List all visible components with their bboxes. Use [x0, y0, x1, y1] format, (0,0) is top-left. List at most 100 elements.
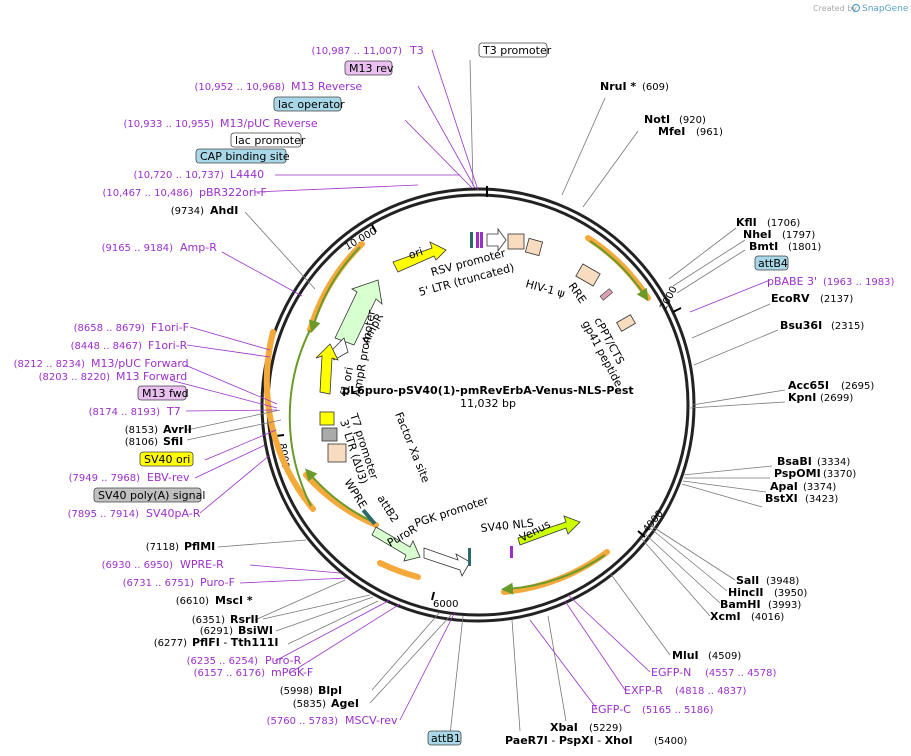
lac-promoter-label: lac promoter	[235, 134, 306, 147]
plasmid-name: pL6puro-pSV40(1)-pmRevErbA-Venus-NLS-Pes…	[342, 384, 633, 397]
sv40-polya-box[interactable]	[93, 487, 202, 503]
primer-m13puc-rev[interactable]: M13/pUC Reverse	[220, 117, 318, 130]
primer-egfpn-range: (4557 .. 4578)	[705, 668, 777, 679]
enzyme-avrii-pos: (8153)	[125, 425, 158, 436]
primer-f1orif[interactable]: F1ori-F	[151, 321, 189, 334]
primer-wprer[interactable]: WPRE-R	[180, 558, 224, 571]
label-rre: RRE	[566, 280, 589, 306]
primer-t3[interactable]: T3	[409, 44, 424, 57]
primer-m13rev-range: (10,952 .. 10,968)	[195, 82, 286, 93]
m13-fwd-box[interactable]	[137, 385, 187, 401]
sv40-nls-feature	[510, 546, 513, 558]
enzyme-bstxi[interactable]: BstXI	[765, 492, 798, 505]
cap-binding-box[interactable]	[195, 148, 287, 164]
f1ori-feature	[315, 343, 339, 395]
enzyme-bsu36i[interactable]: Bsu36I	[780, 319, 822, 332]
primer-m13fwd[interactable]: M13 Forward	[116, 370, 187, 383]
primer-f1orir-range: (8448 .. 8467)	[71, 341, 143, 352]
enzyme-apai-pos: (3374)	[803, 482, 836, 493]
enzyme-bsabi[interactable]: BsaBI	[777, 455, 812, 468]
annotation-band-arrows	[288, 240, 649, 595]
rre-feature	[575, 263, 601, 287]
enzyme-apai[interactable]: ApaI	[770, 480, 798, 493]
sv40-polya-feature	[321, 427, 338, 442]
enzyme-nrui-pos: (609)	[642, 82, 669, 93]
t3-promoter-box[interactable]	[478, 42, 548, 58]
enzyme-sali[interactable]: SalI	[736, 574, 759, 587]
attb1-box[interactable]	[427, 730, 462, 746]
enzyme-rsrii[interactable]: RsrII	[230, 613, 259, 626]
primer-exfpr[interactable]: EXFP-R	[624, 684, 663, 697]
enzyme-bsiwi[interactable]: BsiWI	[238, 624, 273, 637]
primer-mscvrev[interactable]: MSCV-rev	[345, 714, 398, 727]
enzyme-blpi[interactable]: BlpI	[318, 684, 342, 697]
primer-wprer-range: (6930 .. 6950)	[102, 560, 174, 571]
ltr3-feature	[327, 443, 347, 463]
enzyme-ahdi[interactable]: AhdI	[210, 204, 238, 217]
enzyme-avrii[interactable]: AvrII	[163, 423, 192, 436]
primer-l4440-range: (10,720 .. 10,737)	[134, 170, 225, 181]
primer-egfpc-range: (5165 .. 5186)	[642, 705, 714, 716]
primer-mpgkf[interactable]: mPGK-F	[271, 666, 313, 679]
enzyme-nhei[interactable]: NheI	[743, 228, 772, 241]
sv40-polya-label: SV40 poly(A) signal	[98, 489, 205, 502]
enzyme-bamhi[interactable]: BamHI	[720, 598, 761, 611]
puror-feature	[371, 526, 421, 562]
enzyme-pspomi[interactable]: PspOMI	[774, 467, 821, 480]
enzyme-hincii[interactable]: HincII	[728, 586, 764, 599]
enzyme-bmti[interactable]: BmtI	[749, 240, 778, 253]
venus-feature	[517, 515, 581, 546]
lac-operator-box[interactable]	[273, 96, 342, 112]
enzyme-pflfi[interactable]: PflFI - Tth111I	[192, 636, 278, 649]
primer-puror[interactable]: Puro-R	[265, 654, 302, 667]
primer-m13puc-fwd[interactable]: M13/pUC Forward	[91, 357, 189, 370]
primer-pbabe[interactable]: pBABE 3'	[767, 275, 817, 288]
enzyme-xcmi[interactable]: XcmI	[710, 610, 741, 623]
primer-egfpn[interactable]: EGFP-N	[651, 666, 691, 679]
sv40-ori-label: SV40 ori	[144, 453, 190, 466]
enzyme-msci[interactable]: MscI *	[215, 594, 253, 607]
lac-operator-label: lac operator	[278, 98, 345, 111]
primer-t7[interactable]: T7	[166, 405, 181, 418]
enzyme-nrui[interactable]: NruI *	[600, 80, 636, 93]
sv40-ori-box[interactable]	[139, 451, 194, 467]
primer-purof-range: (6731 .. 6751)	[123, 578, 195, 589]
enzyme-agei[interactable]: AgeI	[331, 697, 359, 710]
enzyme-acc65i[interactable]: Acc65I	[788, 379, 829, 392]
enzyme-sfii[interactable]: SfiI	[163, 435, 183, 448]
primer-sv40pa[interactable]: SV40pA-R	[146, 507, 201, 520]
enzyme-ecorv[interactable]: EcoRV	[771, 292, 810, 305]
enzyme-kfli-pos: (1706)	[767, 218, 800, 229]
primer-f1orir[interactable]: F1ori-R	[148, 339, 188, 352]
enzyme-kfli[interactable]: KflI	[736, 216, 757, 229]
enzyme-xbai[interactable]: XbaI	[550, 721, 578, 734]
enzyme-nhei-pos: (1797)	[782, 230, 815, 241]
primer-egfpc[interactable]: EGFP-C	[591, 703, 631, 716]
enzyme-mlui[interactable]: MluI	[672, 649, 699, 662]
primer-ampr[interactable]: Amp-R	[180, 241, 217, 254]
primer-m13rev[interactable]: M13 Reverse	[291, 80, 362, 93]
primer-purof[interactable]: Puro-F	[200, 576, 235, 589]
enzyme-mfei-pos: (961)	[696, 127, 723, 138]
m13-rev-box[interactable]	[344, 60, 393, 76]
enzyme-sfii-pos: (8106)	[125, 437, 158, 448]
enzyme-noti[interactable]: NotI	[644, 113, 670, 126]
primer-pbr322[interactable]: pBR322ori-F	[199, 186, 267, 199]
enzyme-kpni[interactable]: KpnI	[788, 391, 816, 404]
label-hiv: HIV-1 ψ	[524, 277, 566, 300]
enzyme-mfei[interactable]: MfeI	[658, 125, 685, 138]
enzyme-paer7i[interactable]: PaeR7I - PspXI - XhoI	[505, 734, 633, 747]
sv40-ori-feature	[319, 411, 335, 426]
enzyme-pflmi[interactable]: PflMI	[184, 540, 215, 553]
primer-l4440[interactable]: L4440	[230, 168, 264, 181]
attb4-box[interactable]	[754, 255, 789, 271]
plasmid-size: 11,032 bp	[460, 397, 516, 410]
primer-pbr322-range: (10,467 .. 10,486)	[103, 188, 194, 199]
primer-ebvrev[interactable]: EBV-rev	[147, 471, 190, 484]
m13-fwd-label: M13 fwd	[142, 387, 189, 400]
tick-6000: 6000	[433, 599, 458, 610]
label-f1ori: f1 ori	[338, 366, 356, 397]
primer-exfpr-range: (4818 .. 4837)	[675, 686, 747, 697]
lac-promoter-box[interactable]	[230, 132, 302, 148]
enzyme-ahdi-pos: (9734)	[171, 206, 204, 217]
